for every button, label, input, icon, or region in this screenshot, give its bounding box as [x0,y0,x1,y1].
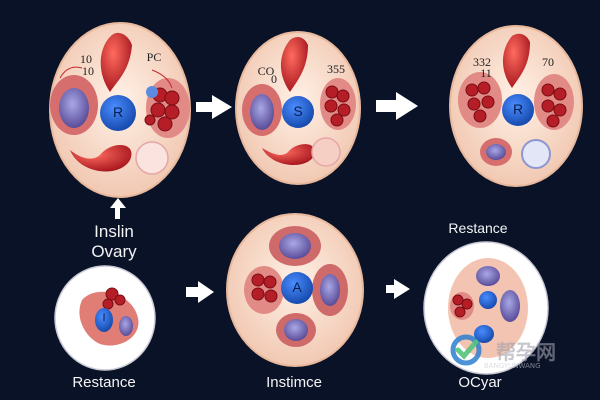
panel-4 [54,265,156,371]
watermark-text: 帮孕网 [496,340,556,364]
arrow-3 [186,281,214,303]
panel-1 [49,22,191,198]
panel-5-center-letter: A [292,279,302,295]
panel-4-center-letter: I [102,312,106,324]
watermark-subtext: BANGYUNWANG [484,362,541,370]
caption-top-left-line2: Ovary [91,242,137,261]
panel-2-label-left: CO [257,64,275,78]
panel-1-label-left2: 10 [82,64,94,78]
panel-2-label-left2: 0 [271,72,277,86]
caption-top-left-line1: Inslin [94,222,134,241]
arrow-up [110,198,126,219]
panel-3-label-left: 332 [473,55,491,69]
caption-bottom-left: Restance [72,374,136,391]
caption-bottom-mid: Instimce [266,374,322,391]
panel-2 [235,31,361,185]
panel-3-center-letter: R [512,101,524,117]
nucleus [100,95,136,131]
panel-1-label-right: PC [146,50,162,64]
panel-1-center-letter: R [112,104,124,120]
panel-1-label-left: 10 [80,52,92,66]
panel-3-label-right: 70 [542,55,554,69]
panel-2-label-right: 355 [327,62,345,76]
panel-5 [226,213,364,367]
caption-bottom-right: OCyar [458,374,502,391]
watermark-logo [450,334,482,366]
panel-3-label-left2: 11 [480,66,492,80]
arrow-4 [386,279,410,299]
arrow-1 [196,95,232,119]
arrow-2 [376,92,418,120]
panel-3 [449,25,583,187]
caption-right-mid: Restance [448,220,508,236]
panel-2-center-letter: S [293,103,303,119]
